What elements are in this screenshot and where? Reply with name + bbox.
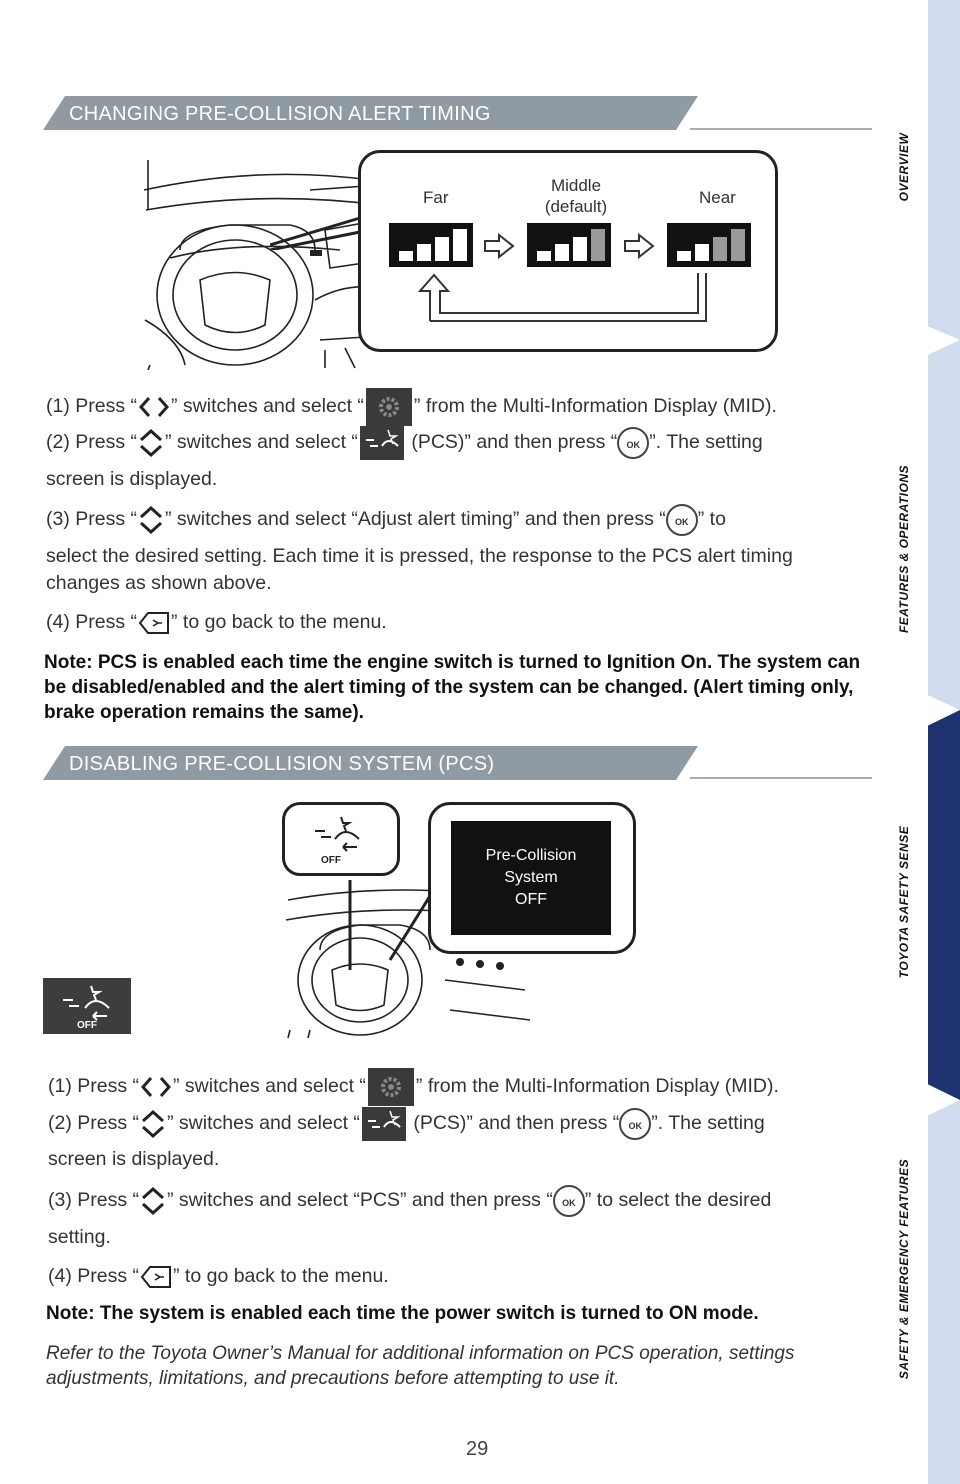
off-label: OFF	[77, 1020, 97, 1031]
pcs-icon	[359, 426, 404, 460]
ok-button-icon: OK	[665, 504, 698, 536]
step-3-continued: setting.	[48, 1226, 111, 1248]
step-2-continued: screen is displayed.	[48, 1148, 220, 1170]
gear-icon	[367, 1068, 414, 1106]
ok-button-icon: OK	[619, 1108, 652, 1140]
timing-level-near	[667, 223, 751, 267]
section-title: CHANGING PRE-COLLISION ALERT TIMING	[69, 103, 491, 125]
note-power-switch: Note: The system is enabled each time th…	[46, 1303, 759, 1324]
sidebar-label-emergency: SAFETY & EMERGENCY FEATURES	[897, 1158, 911, 1380]
sidebar-tab-emergency[interactable]	[928, 1100, 960, 1484]
step-3: (3) Press “” switches and select “Adjust…	[46, 504, 726, 536]
timing-level-middle	[527, 223, 611, 267]
section-rule	[690, 128, 872, 130]
sidebar-tabs	[928, 0, 960, 1484]
refer-manual-text: Refer to the Toyota Owner’s Manual for a…	[46, 1343, 795, 1389]
pcs-icon-callout: OFF	[282, 802, 400, 876]
ok-button-icon: OK	[552, 1185, 585, 1217]
note-alert-timing: Note: PCS is enabled each time the engin…	[44, 652, 861, 723]
pcs-off-badge: OFF	[43, 978, 131, 1034]
pcs-icon	[361, 1107, 406, 1141]
gear-icon	[365, 388, 412, 426]
pcs-off-figure: OFF Pre-Collision System OFF	[280, 800, 640, 1040]
step-3: (3) Press “” switches and select “PCS” a…	[48, 1185, 771, 1217]
section-banner-alert-timing: CHANGING PRE-COLLISION ALERT TIMING	[43, 96, 698, 130]
mid-screen: Pre-Collision System OFF	[451, 821, 611, 935]
arrow-right-icon	[624, 233, 655, 259]
label-near: Near	[699, 188, 736, 207]
sidebar-label-overview: OVERVIEW	[897, 132, 911, 202]
back-button-icon	[140, 1266, 172, 1288]
up-down-arrows-icon	[142, 1186, 165, 1216]
up-down-arrows-icon	[140, 428, 163, 458]
section-banner-disabling-pcs: DISABLING PRE-COLLISION SYSTEM (PCS)	[43, 746, 698, 780]
step-2-continued: screen is displayed.	[46, 468, 218, 490]
step-4: (4) Press “” to go back to the menu.	[46, 609, 387, 637]
back-button-icon	[138, 612, 170, 634]
step-4: (4) Press “” to go back to the menu.	[48, 1263, 389, 1291]
ok-button-icon: OK	[617, 427, 650, 459]
alert-timing-figure: Far Middle (default) Near	[140, 150, 780, 370]
timing-popup: Far Middle (default) Near	[358, 150, 778, 352]
section-title: DISABLING PRE-COLLISION SYSTEM (PCS)	[69, 753, 495, 775]
step-1: (1) Press “” switches and select “” from…	[46, 388, 777, 426]
left-right-arrows-icon	[141, 1077, 172, 1097]
sidebar-tab-overview[interactable]	[928, 0, 960, 340]
label-middle: Middle (default)	[544, 176, 608, 216]
off-label: OFF	[321, 855, 341, 866]
section-rule	[690, 777, 872, 779]
step-3-continued: select the desired setting. Each time it…	[46, 545, 793, 594]
sidebar-tab-features[interactable]	[928, 340, 960, 710]
up-down-arrows-icon	[142, 1109, 165, 1139]
pcs-off-icon	[63, 985, 110, 1021]
pcs-off-icon	[315, 816, 360, 852]
callout-pointer	[270, 213, 371, 250]
label-far: Far	[423, 188, 449, 207]
up-down-arrows-icon	[140, 505, 163, 535]
step-2: (2) Press “” switches and select “ (PCS)…	[48, 1107, 765, 1141]
step-2: (2) Press “” switches and select “ (PCS)…	[46, 426, 763, 460]
sidebar-tab-safety-sense[interactable]	[928, 710, 960, 1100]
sidebar-label-features: FEATURES & OPERATIONS	[897, 464, 911, 634]
page-number: 29	[466, 1438, 489, 1460]
arrow-right-icon	[484, 233, 515, 259]
sidebar-label-safety-sense: TOYOTA SAFETY SENSE	[897, 825, 911, 979]
timing-level-far	[389, 223, 473, 267]
left-right-arrows-icon	[139, 397, 170, 417]
step-1: (1) Press “” switches and select “” from…	[48, 1068, 779, 1106]
mid-screen-callout: Pre-Collision System OFF	[428, 802, 636, 954]
loop-back-arrow-icon	[417, 273, 707, 322]
